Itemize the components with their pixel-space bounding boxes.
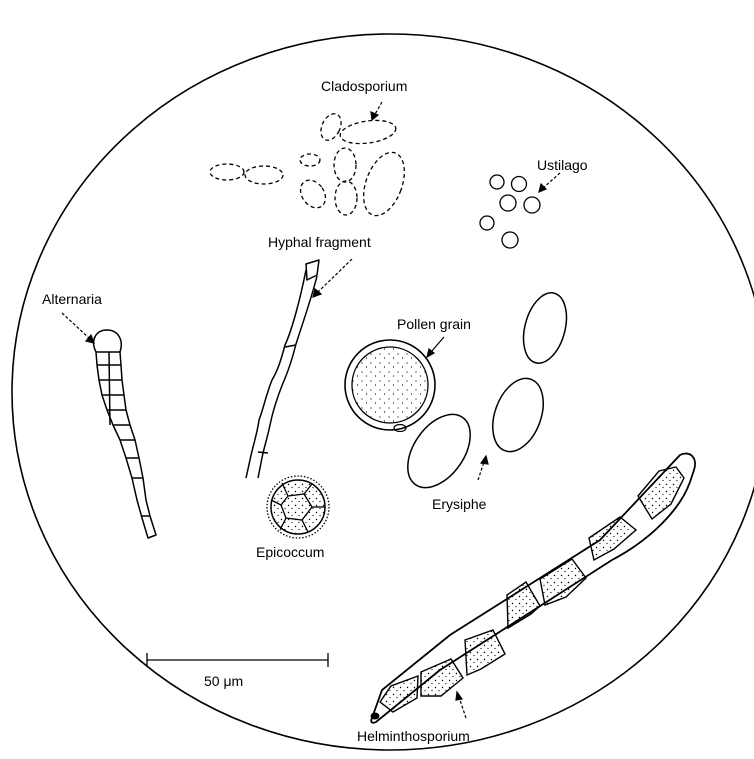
hyphal-fragment (246, 260, 319, 478)
cladosporium-spores (210, 111, 412, 222)
ustilago-spores (480, 175, 540, 248)
label-pollen-grain: Pollen grain (397, 316, 471, 332)
label-cladosporium: Cladosporium (321, 78, 407, 94)
epicoccum-spore (267, 476, 329, 538)
pointer-arrows (62, 102, 560, 718)
alternaria-spore (94, 330, 156, 538)
label-epicoccum: Epicoccum (256, 544, 324, 560)
label-alternaria: Alternaria (42, 291, 102, 307)
label-erysiphe: Erysiphe (432, 496, 487, 512)
label-hyphal-fragment: Hyphal fragment (268, 234, 371, 250)
label-helminthosporium: Helminthosporium (357, 728, 470, 744)
label-ustilago: Ustilago (537, 157, 588, 173)
helminthosporium-spore (371, 453, 695, 722)
scale-bar (147, 653, 328, 667)
pollen-grain (345, 340, 435, 432)
scale-bar-label: 50 μm (204, 673, 243, 689)
